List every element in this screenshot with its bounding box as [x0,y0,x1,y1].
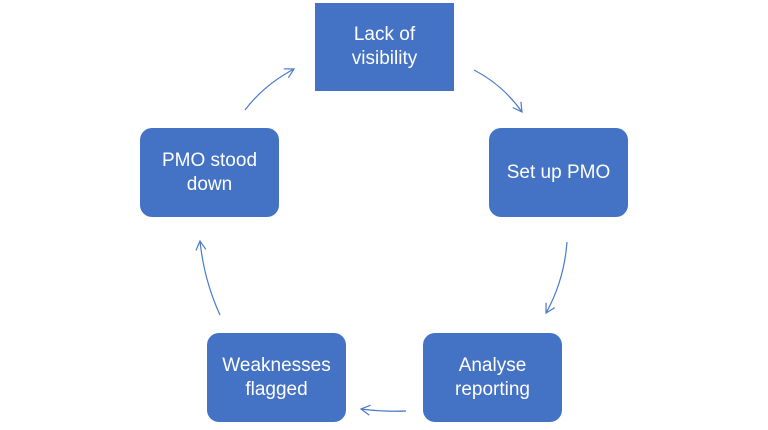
node-analyse-reporting: Analyse reporting [423,333,562,422]
arrow-analyse-to-weaknesses [359,404,407,416]
arrow-lack-to-setup [473,69,523,114]
node-pmo-stood-down: PMO stood down [140,128,279,217]
arrow-setup-to-analyse [545,241,568,315]
arrow-standdown-to-lack [244,68,296,111]
node-label: Set up PMO [506,161,611,183]
node-set-up-pmo: Set up PMO [489,128,628,217]
node-label: PMO stood down [161,149,258,195]
node-weaknesses-flagged: Weaknesses flagged [207,333,346,422]
node-label: Weaknesses flagged [222,354,331,400]
node-lack-of-visibility: Lack of visibility [315,3,454,91]
node-label: Lack of visibility [351,24,418,69]
node-label: Analyse reporting [455,354,530,400]
arrow-weaknesses-to-standdown [195,239,221,316]
